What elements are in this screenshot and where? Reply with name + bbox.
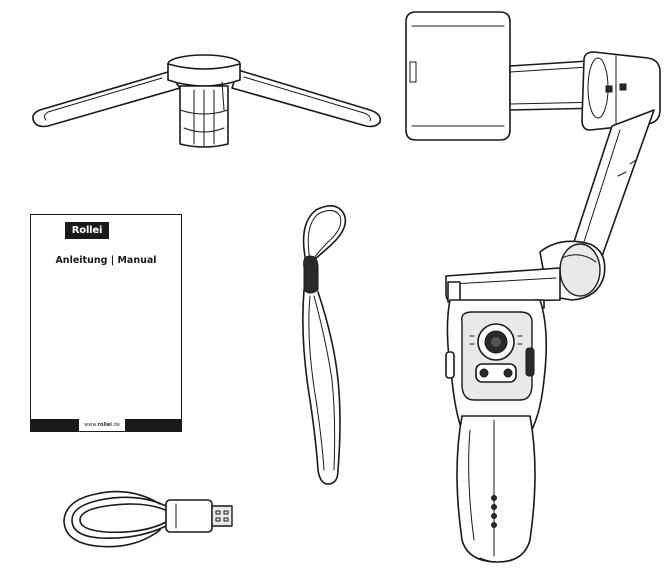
manual-url: www.rollei.de [79,419,125,431]
manual-title: Anleitung | Manual [55,255,157,266]
brand-logo: Rollei [65,222,109,239]
manual-booklet: Rollei Anleitung | Manual www.rollei.de [30,214,182,432]
manual-footer: www.rollei.de [31,419,181,431]
